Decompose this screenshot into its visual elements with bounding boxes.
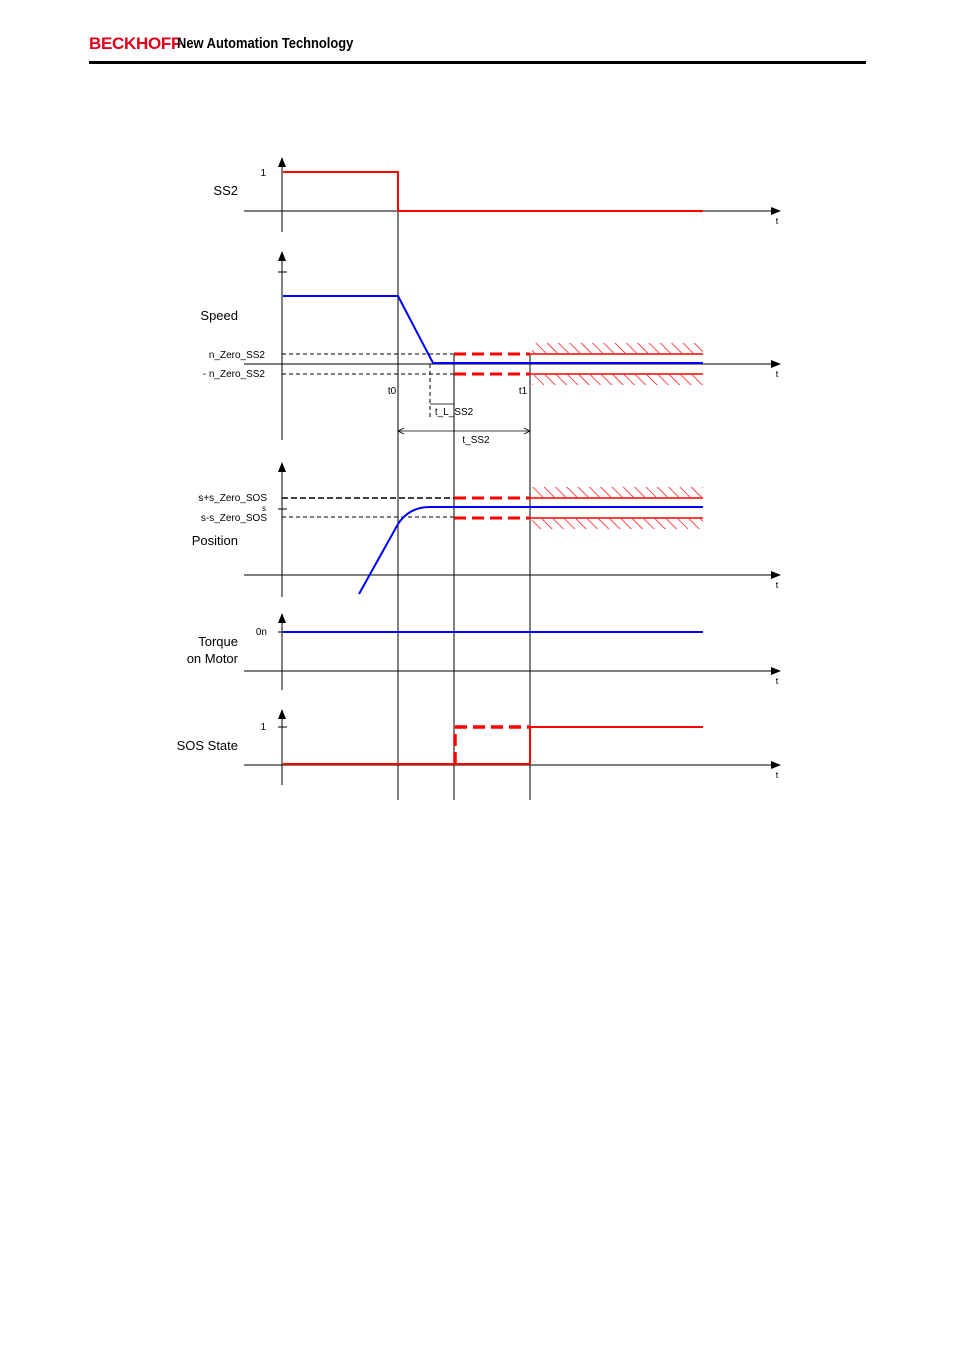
position-s-mark: s — [262, 504, 266, 513]
t-ss2-arrow-right — [523, 427, 531, 435]
speed-upper-limit-label: n_Zero_SS2 — [209, 350, 266, 361]
ss2-axis-t: t — [776, 216, 779, 226]
ss2-tick-one: 1 — [260, 168, 266, 179]
sos-signal-high — [529, 726, 703, 764]
ss2-signal — [283, 171, 703, 212]
torque-on-label: 0n — [256, 627, 267, 638]
torque-axis-t: t — [776, 676, 779, 686]
header-rule — [89, 61, 866, 64]
position-panel: Position s+s_Zero_SOS s-s_Zero_SOS s t — [192, 462, 781, 597]
speed-signal — [283, 295, 703, 364]
position-label: Position — [192, 533, 238, 548]
position-lower-forbidden-zone — [532, 519, 703, 529]
torque-label-line2: on Motor — [187, 651, 239, 666]
t-l-ss2-label: t_L_SS2 — [435, 407, 474, 418]
speed-label: Speed — [200, 308, 238, 323]
brand-logo: BECKHOFF — [89, 34, 182, 53]
sos-tick-one: 1 — [260, 722, 266, 733]
sos-state-label: SOS State — [177, 738, 238, 753]
ss2-label: SS2 — [213, 183, 238, 198]
position-axis-t: t — [776, 580, 779, 590]
speed-panel: Speed n_Zero_SS2 - n_Zero_SS2 t0 t1 t_L_… — [200, 251, 781, 446]
speed-axis-t: t — [776, 369, 779, 379]
position-upper-forbidden-zone — [532, 487, 703, 497]
speed-upper-forbidden-zone — [532, 343, 703, 353]
speed-lower-limit-label: - n_Zero_SS2 — [203, 369, 266, 380]
sos-axis-t: t — [776, 770, 779, 780]
t1-label: t1 — [519, 386, 528, 397]
speed-lower-forbidden-zone — [532, 375, 703, 385]
position-signal — [358, 505, 703, 595]
t-ss2-label: t_SS2 — [462, 435, 490, 446]
sos-state-panel: SOS State 1 t — [177, 709, 781, 785]
position-lower-limit-label: s-s_Zero_SOS — [201, 513, 267, 524]
time-marker-lines — [397, 172, 531, 800]
position-upper-limit-label: s+s_Zero_SOS — [198, 493, 267, 504]
ss2-panel: SS2 1 t — [213, 157, 781, 232]
page-header: BECKHOFF New Automation Technology — [89, 32, 866, 66]
t0-label: t0 — [388, 386, 397, 397]
torque-panel: Torque on Motor 0n t — [187, 613, 781, 690]
torque-label-line1: Torque — [198, 634, 238, 649]
t-ss2-arrow-left — [397, 427, 405, 435]
brand-tagline: New Automation Technology — [177, 35, 354, 52]
